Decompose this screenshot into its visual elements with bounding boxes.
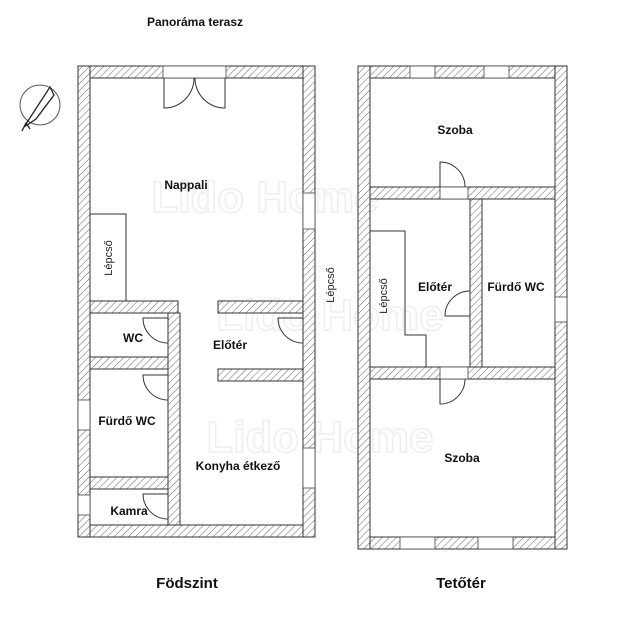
room-label-bathroom: Fürdő WC [98,414,156,428]
room-label-attic-stairs: Lépcső [378,278,390,313]
room-label-living: Nappali [164,178,207,192]
attic-plan: Szoba Előtér Lépcső Fürdő WC Szoba Tetőt… [357,65,568,592]
room-label-room-bottom: Szoba [444,451,480,465]
room-label-attic-hall: Előtér [418,280,452,294]
room-label-attic-bathroom: Fürdő WC [487,280,545,294]
room-label-stairs: Lépcső [103,240,115,275]
room-label-kitchen: Konyha étkező [196,459,281,473]
terrace-label: Panoráma terasz [147,15,243,29]
watermark: Lido Home Lido Home Lido Home [151,172,445,463]
svg-text:Lido Home: Lido Home [151,173,378,222]
room-label-hall: Előtér [213,338,247,352]
ground-floor-title: Födszint [156,575,218,592]
room-label-pantry: Kamra [110,504,148,518]
svg-text:Lido Home: Lido Home [216,291,443,340]
room-label-room-top: Szoba [437,123,473,137]
svg-text:Lido Home: Lido Home [206,413,433,462]
attic-title: Tetőtér [436,575,486,592]
ground-floor-plan: Nappali Lépcső WC Előtér Fürdő WC Konyha… [77,65,337,592]
room-label-wc: WC [123,331,143,345]
outside-stairs-label: Lépcső [325,267,337,302]
compass-north-icon [19,84,61,132]
